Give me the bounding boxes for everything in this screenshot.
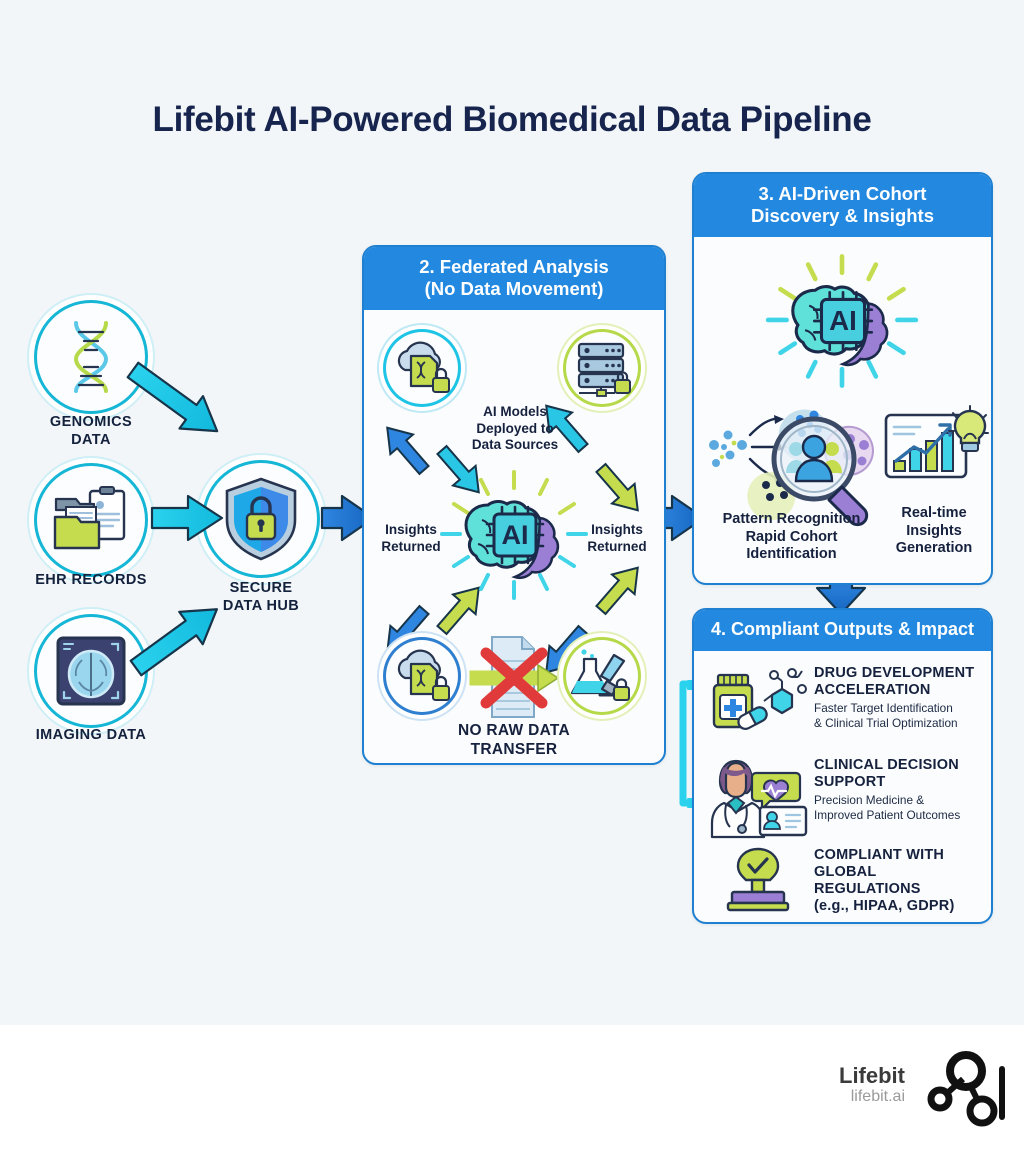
panel2-header-line2: (No Data Movement) <box>424 278 604 300</box>
source-label-ehr: EHR RECORDS <box>35 572 147 588</box>
ai-brain-icon: AI <box>440 470 588 601</box>
cloud-dna-lock-icon <box>397 649 450 702</box>
panel2-exchange-arrows <box>386 404 639 674</box>
panel3-ai-label: AI <box>829 306 857 337</box>
approval-stamp-icon <box>726 847 790 911</box>
dna-helix-icon <box>73 321 109 393</box>
panel2-caption-insights-left: Insights Returned <box>381 522 441 554</box>
secure-data-hub-node[interactable] <box>205 463 317 575</box>
panel3-caption-realtime: Real-time Insights Generation <box>895 505 973 557</box>
panel2-header: 2. Federated Analysis (No Data Movement) <box>364 247 664 311</box>
lifebit-node-graph-logo <box>927 1051 1005 1127</box>
footer-brand-url: lifebit.ai <box>850 1088 905 1105</box>
magnifier-cohort-icon <box>709 409 874 527</box>
panel-cohort-discovery[interactable]: 3. AI-Driven Cohort Discovery & Insights <box>692 172 993 585</box>
panel2-body: AI AI Models Deployed to Data Sources In… <box>364 310 664 762</box>
impact-row-compliance[interactable]: COMPLIANT WITH GLOBAL REGULATIONS (e.g.,… <box>708 847 978 917</box>
impact-sub-drug: Faster Target Identification & Clinical … <box>814 700 958 730</box>
impact-sub-clinical: Precision Medicine & Improved Patient Ou… <box>814 792 961 822</box>
server-rack-lock-icon <box>577 343 631 398</box>
shield-lock-icon <box>225 477 297 561</box>
impact-title-clinical: CLINICAL DECISION SUPPORT <box>814 756 959 790</box>
panel2-caption-models: AI Models Deployed to Data Sources <box>471 404 559 452</box>
footer-band <box>0 1025 1024 1154</box>
impact-row-drug[interactable]: DRUG DEVELOPMENT ACCELERATION Faster Tar… <box>708 665 978 731</box>
hub-label: SECURE DATA HUB <box>222 580 300 614</box>
footer-brand-name: Lifebit <box>839 1063 905 1088</box>
impact-title-drug: DRUG DEVELOPMENT ACCELERATION <box>814 664 975 698</box>
panel3-caption-pattern: Pattern Recognition Rapid Cohort Identif… <box>722 511 861 563</box>
microscope-flask-lock-icon <box>570 649 630 702</box>
panel2-caption-insights-right: Insights Returned <box>587 522 647 554</box>
impact-row-clinical[interactable]: CLINICAL DECISION SUPPORT Precision Medi… <box>708 756 978 838</box>
panel3-header: 3. AI-Driven Cohort Discovery & Insights <box>694 174 991 238</box>
panel4-header: 4. Compliant Outputs & Impact <box>694 610 991 651</box>
source-label-genomics: GENOMICS DATA <box>49 414 133 448</box>
panel4-header-text: 4. Compliant Outputs & Impact <box>710 619 974 639</box>
cloud-dna-lock-icon <box>397 341 450 394</box>
brain-scan-icon <box>56 636 126 706</box>
panel2-node-server[interactable] <box>566 332 638 405</box>
source-node-genomics[interactable] <box>37 303 145 411</box>
no-raw-data-transfer-icon <box>469 636 560 719</box>
panel-federated-analysis[interactable]: 2. Federated Analysis (No Data Movement) <box>362 245 666 765</box>
ai-brain-icon: AI <box>765 254 919 389</box>
page-title: Lifebit AI-Powered Biomedical Data Pipel… <box>152 100 872 139</box>
panel2-header-line1: 2. Federated Analysis <box>419 256 609 277</box>
panel2-node-lab[interactable] <box>566 640 638 713</box>
panel3-body: AI <box>694 237 991 582</box>
impact-title-compliance: COMPLIANT WITH GLOBAL REGULATIONS (e.g.,… <box>814 846 955 914</box>
source-node-imaging[interactable] <box>37 617 145 725</box>
source-label-imaging: IMAGING DATA <box>35 727 147 743</box>
folder-clipboard-icon <box>53 486 126 550</box>
panel2-ai-label: AI <box>502 520 529 550</box>
source-node-ehr[interactable] <box>37 466 145 574</box>
panel2-node-cloud-genomics-top[interactable] <box>386 332 458 405</box>
panel3-header-line2: Discovery & Insights <box>750 205 934 227</box>
panel2-caption-no-transfer: NO RAW DATA TRANSFER <box>457 722 571 758</box>
panel-compliant-outputs[interactable]: 4. Compliant Outputs & Impact <box>692 608 993 924</box>
panel4-body: DRUG DEVELOPMENT ACCELERATION Faster Tar… <box>694 651 991 922</box>
panel2-node-cloud-genomics-bottom[interactable] <box>386 640 458 713</box>
panel3-header-line1: 3. AI-Driven Cohort <box>758 183 927 204</box>
doctor-monitor-icon <box>710 759 808 838</box>
pill-bottle-molecule-icon <box>712 667 807 730</box>
chart-lightbulb-icon <box>884 405 989 479</box>
